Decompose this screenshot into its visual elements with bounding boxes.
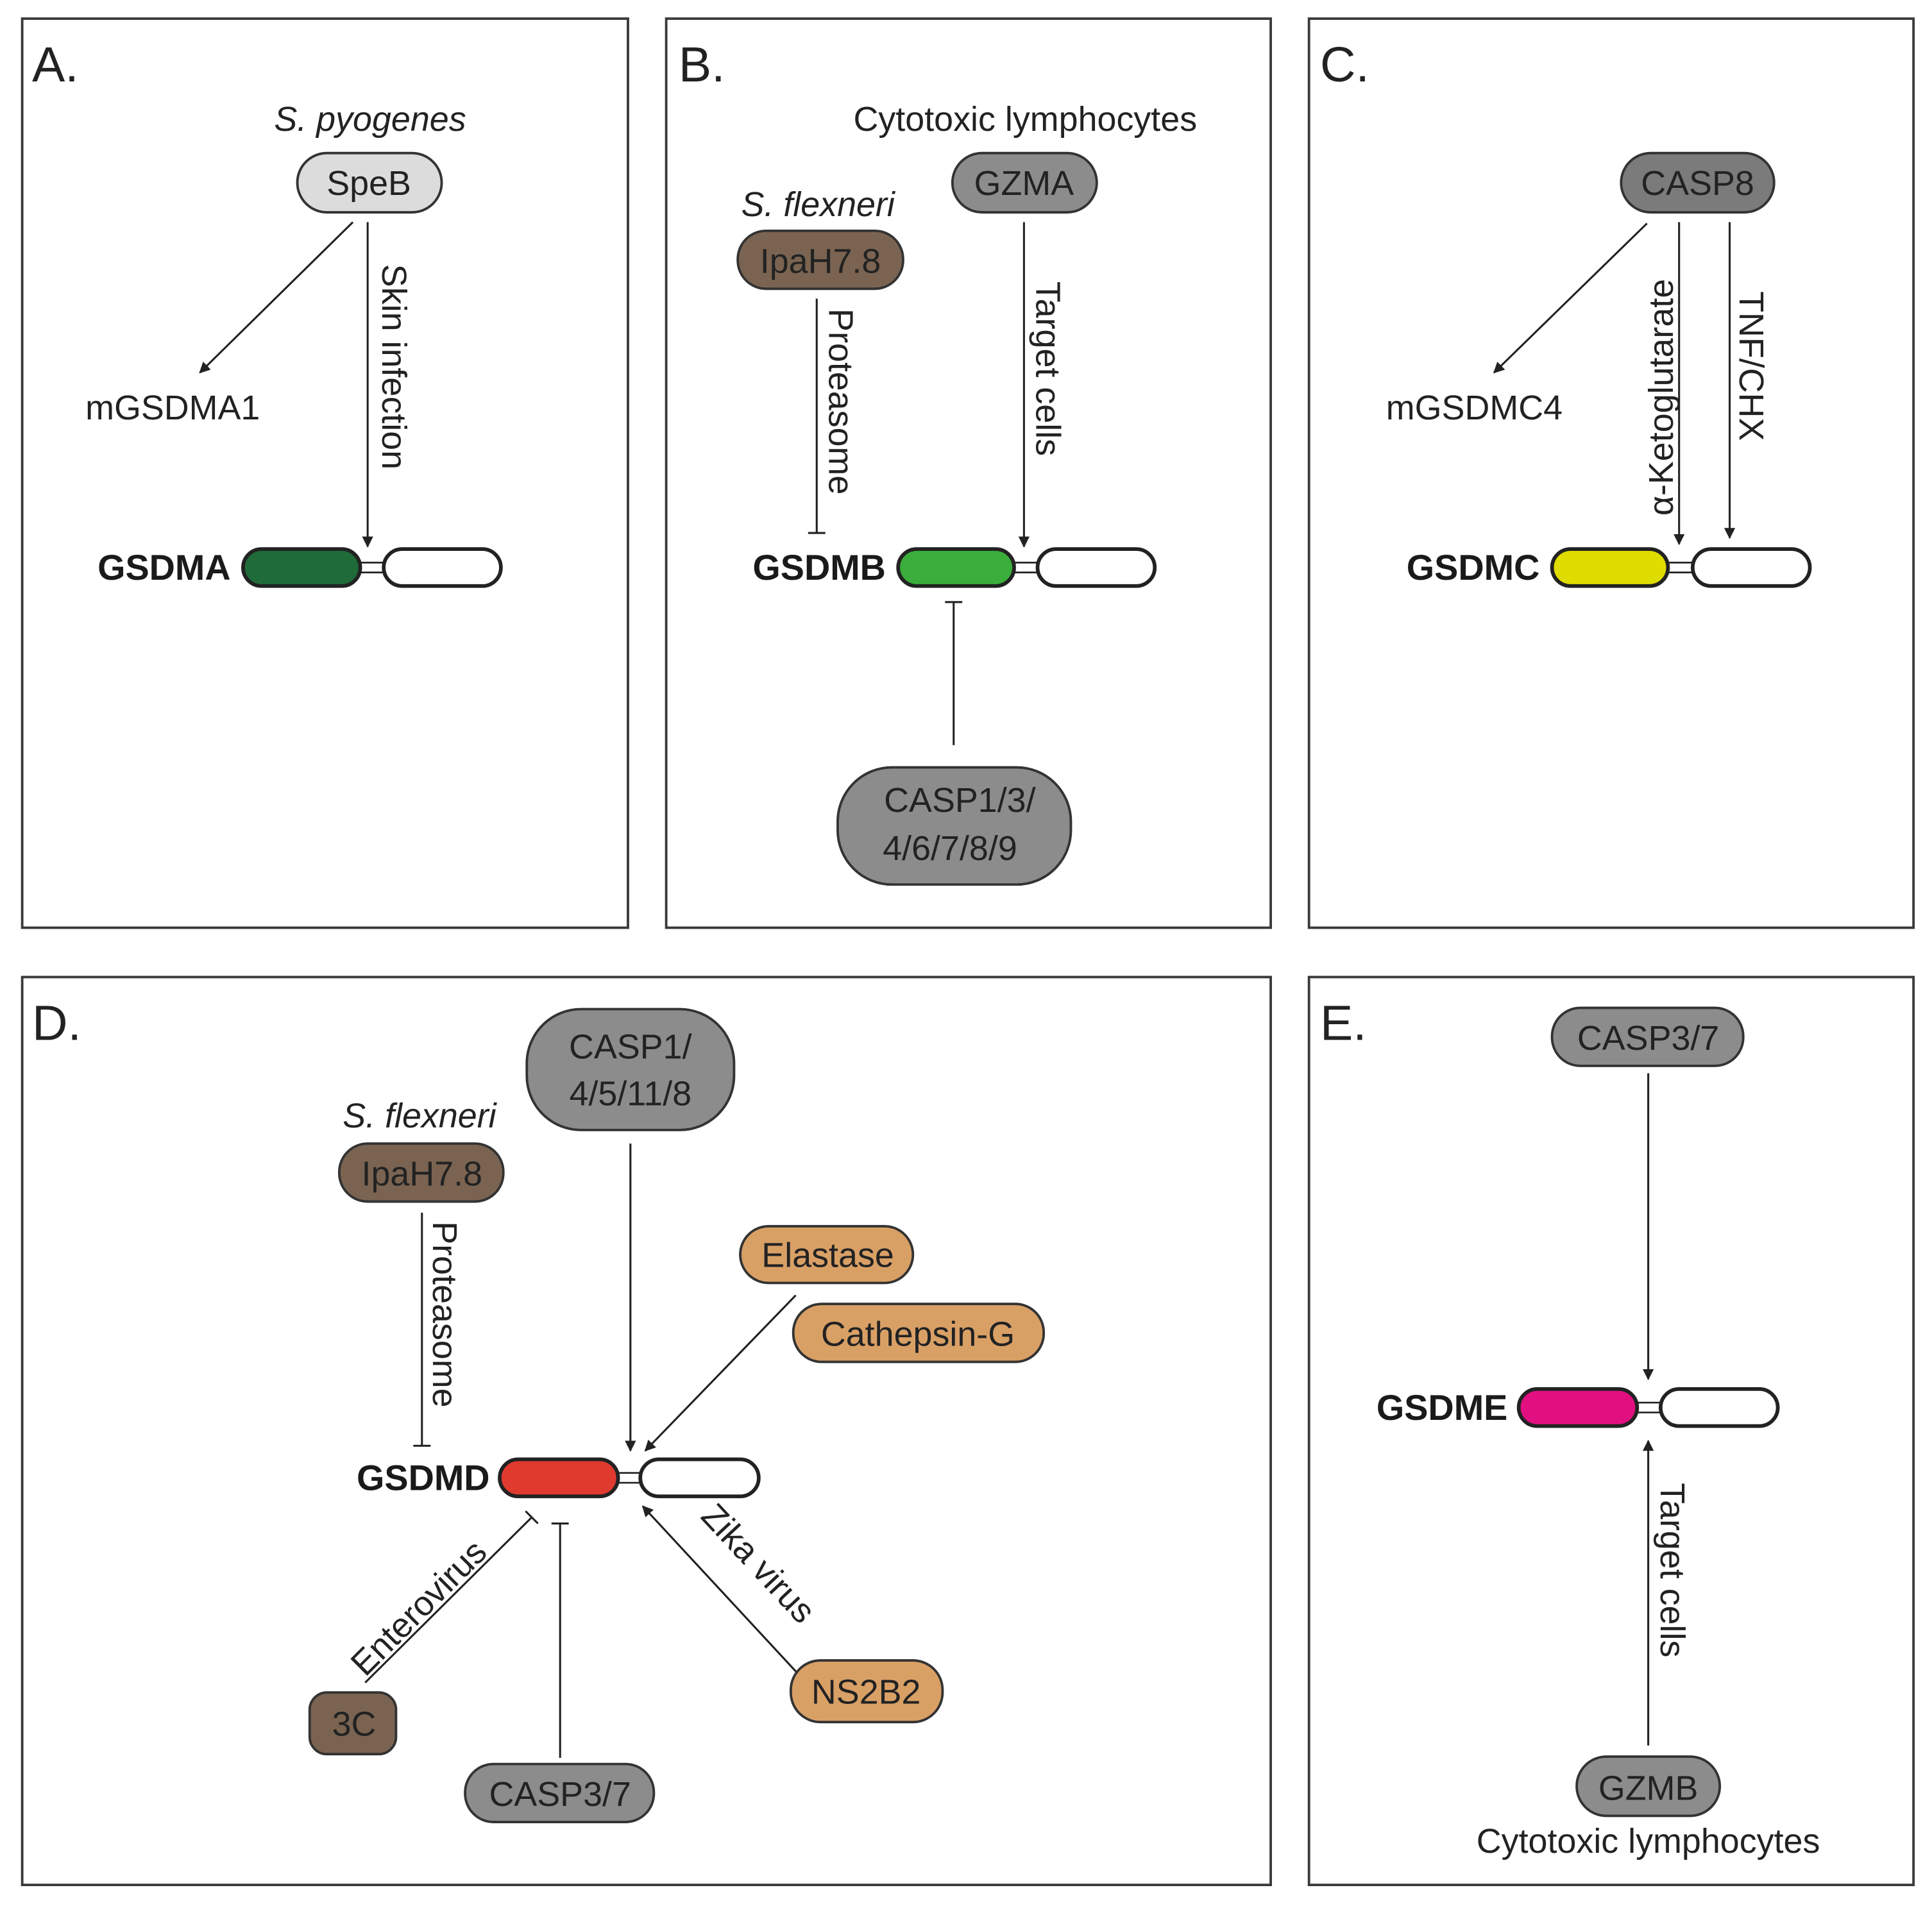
node-speb: SpeB [296,151,443,214]
gsdmb-c-terminal-domain [1035,547,1157,588]
panel-c-letter: C. [1320,37,1369,92]
node-ipah78-d: IpaH7.8 [338,1142,505,1203]
inhibit-bar-enterovirus [525,1510,539,1524]
node-casp37-e: CASP3/7 [1550,1006,1745,1067]
panel-a: A. S. pyogenes SpeB mGSDMA1 Skin infecti… [21,17,629,929]
target-mgsdma1: mGSDMA1 [85,389,260,427]
node-casp8-label: CASP8 [1641,164,1754,203]
edge-label-alpha-ketoglutarate: α-Ketoglutarate [1642,279,1681,516]
panel-d: D. CASP1/ 4/5/11/8 S. flexneri IpaH7.8 P… [21,975,1272,1887]
panel-c: C. CASP8 mGSDMC4 α-Ketoglutarate TNF/CHX… [1307,17,1915,929]
panel-b-letter: B. [679,37,725,92]
panel-e-letter: E. [1320,996,1367,1051]
node-speb-shape [296,151,443,214]
gasdermin-a-protein [241,547,503,588]
panel-b: B. Cytotoxic lymphocytes GZMA S. flexner… [665,17,1272,929]
edge-label-target-cells-e: Target cells [1653,1483,1691,1657]
edge-ns2b2-to-gsdmd [641,1505,799,1675]
node-casp-shape [836,766,1072,886]
node-casp37-d-shape [464,1762,656,1823]
node-casp-d-label-line1: CASP1/ [569,1027,692,1066]
node-ns2b2-shape [789,1659,944,1724]
node-cathepsin-g: Cathepsin-G [792,1303,1046,1363]
gasdermin-b-label: GSDMB [752,548,886,587]
gsdme-c-terminal-domain [1658,1387,1780,1428]
gasdermin-d-label: GSDMD [357,1458,490,1498]
node-speb-label: SpeB [326,164,411,203]
node-casp37-e-label: CASP3/7 [1577,1019,1719,1058]
node-elastase: Elastase [739,1225,915,1285]
node-ipah78-shape [736,229,904,291]
node-casp-label-line1: CASP1/3/ [884,781,1035,820]
node-3c-shape [308,1691,398,1756]
edge-casp8-to-mgsdmc4 [1493,223,1648,374]
edge-enterovirus-inhibit-gsdmd [364,1516,533,1683]
node-casp8-shape [1620,151,1775,214]
gasdermin-a-label: GSDMA [97,548,231,587]
gsdma-c-terminal-domain [382,547,503,588]
panel-e: E. CASP3/7 GSDME Target cells GZMB Cytot… [1307,975,1915,1887]
source-s-pyogenes: S. pyogenes [274,100,466,139]
edge-label-target-cells: Target cells [1029,282,1067,456]
node-gzmb-shape [1575,1755,1722,1817]
gasdermin-c-protein [1550,547,1812,588]
gasdermin-e-label: GSDME [1377,1388,1508,1428]
source-cytotoxic-lymphocytes-e: Cytotoxic lymphocytes [1477,1822,1820,1860]
edge-label-proteasome: Proteasome [822,308,860,494]
panel-c-frame [1307,17,1915,929]
node-3c: 3C [308,1691,398,1756]
source-s-flexneri-d: S. flexneri [343,1097,497,1135]
node-casp37-d-label: CASP3/7 [489,1775,631,1814]
node-elastase-shape [739,1225,915,1285]
node-ipah78: IpaH7.8 [736,229,904,291]
node-cathepsin-g-shape [792,1303,1046,1363]
node-gzma-label: GZMA [974,164,1074,203]
source-cytotoxic-lymphocytes: Cytotoxic lymphocytes [854,100,1198,139]
node-casp-1-4-5-11-8: CASP1/ 4/5/11/8 [525,1008,736,1131]
source-s-flexneri: S. flexneri [741,185,895,224]
node-casp37-e-shape [1550,1006,1745,1067]
panel-a-letter: A. [32,37,79,92]
gsdmd-c-terminal-domain [638,1457,761,1499]
node-casp-d-shape [525,1008,736,1131]
target-mgsdmc4: mGSDMC4 [1386,389,1563,427]
node-ipah78-d-label: IpaH7.8 [361,1155,482,1193]
gsdme-n-terminal-domain [1516,1387,1640,1428]
node-ipah78-label: IpaH7.8 [760,242,881,280]
node-gzma: GZMA [951,151,1098,214]
node-ns2b2-label: NS2B2 [811,1673,921,1711]
edge-speb-to-mgsdma1 [199,221,354,374]
node-ns2b2: NS2B2 [789,1659,944,1724]
node-casp-label-line2: 4/6/7/8/9 [883,829,1017,868]
node-gzmb: GZMB [1575,1755,1722,1817]
gsdmc-n-terminal-domain [1550,547,1670,588]
node-elastase-label: Elastase [761,1236,894,1274]
gasdermin-d-protein [498,1457,761,1499]
gasdermin-e-protein [1516,1387,1780,1428]
panel-e-frame [1307,975,1915,1887]
edge-label-skin-infection: Skin infection [375,264,413,469]
node-casp-d-label-line2: 4/5/11/8 [570,1075,692,1113]
edge-label-tnf-chx: TNF/CHX [1732,291,1770,441]
panel-d-letter: D. [32,996,81,1051]
node-casp37-d: CASP3/7 [464,1762,656,1823]
gasdermin-c-label: GSDMC [1407,548,1540,587]
node-cathepsin-g-label: Cathepsin-G [821,1315,1015,1354]
gsdmc-c-terminal-domain [1690,547,1812,588]
node-gzma-shape [951,151,1098,214]
gsdmd-n-terminal-domain [498,1457,620,1499]
node-3c-label: 3C [332,1705,377,1743]
node-ipah78-d-shape [338,1142,505,1203]
gsdma-n-terminal-domain [241,547,362,588]
edge-proteases-to-gsdmd [644,1294,797,1452]
node-casp8: CASP8 [1620,151,1775,214]
node-casp-1-3-4-6-7-8-9: CASP1/3/ 4/6/7/8/9 [836,766,1072,886]
gasdermin-b-protein [896,547,1157,588]
edge-label-proteasome-d: Proteasome [425,1221,464,1407]
node-gzmb-label: GZMB [1598,1769,1699,1807]
gsdmb-n-terminal-domain [896,547,1016,588]
